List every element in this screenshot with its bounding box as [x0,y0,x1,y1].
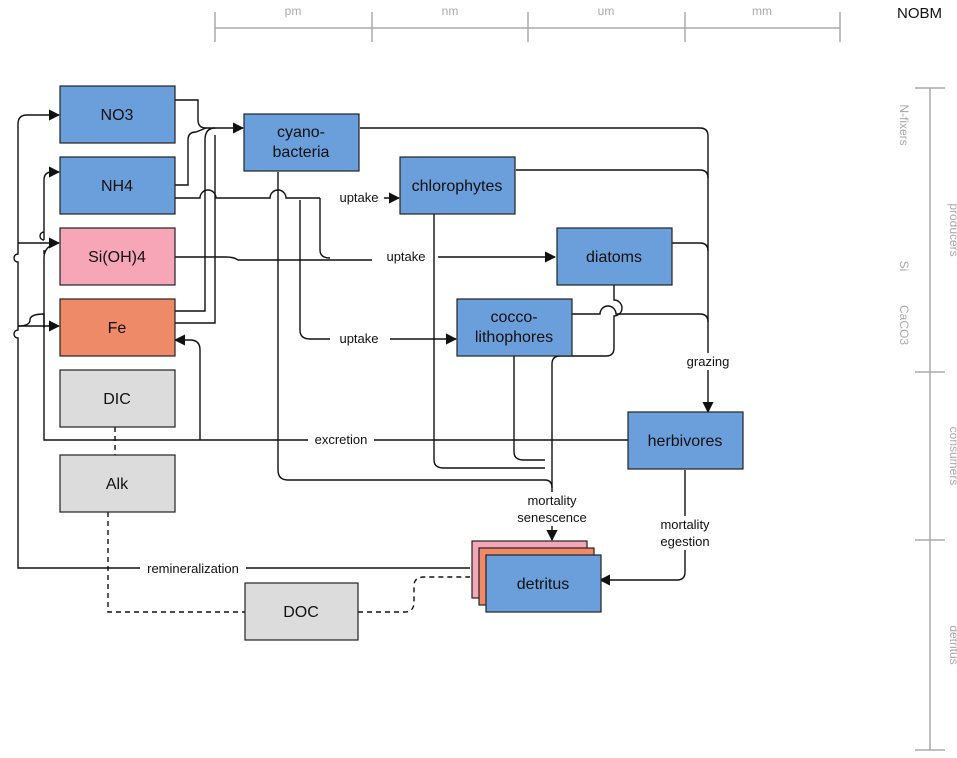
node-nh4-label: NH4 [101,178,133,195]
edge-label-grazing: grazing [687,354,730,369]
size-scale: pm nm um mm [214,4,841,42]
node-no3-label: NO3 [101,107,134,124]
subgroup-label-si: Si [897,261,911,272]
group-label-detritus: detritus [947,625,957,664]
node-coccolithophores-label-2: lithophores [475,329,553,346]
scale-label-nm: nm [442,4,459,18]
edge-label-excretion: excretion [315,432,368,447]
node-doc-label: DOC [283,604,319,621]
node-herbivores-label: herbivores [648,433,723,450]
connectors [13,99,714,613]
node-nh4: NH4 [59,156,176,215]
node-cyanobacteria-label-2: bacteria [273,144,330,161]
node-doc: DOC [244,582,359,641]
edge-label-senescence: senescence [517,510,586,525]
node-herbivores: herbivores [627,411,744,470]
subgroup-label-nfixers: N-fixers [897,104,911,145]
edge-label-uptake-coccolithophores: uptake [339,331,378,346]
group-scale: producers consumers detritus N-fixers Si… [897,87,957,751]
group-label-consumers: consumers [947,427,957,486]
node-alk-label: Alk [106,476,129,493]
node-dic-label: DIC [103,391,131,408]
node-coccolithophores: cocco- lithophores [456,298,573,357]
scale-label-pm: pm [285,4,302,18]
node-chlorophytes: chlorophytes [399,156,516,215]
diagram-title: NOBM [897,5,942,22]
edge-label-mortality-1: mortality [527,493,577,508]
subgroup-label-caco3: CaCO3 [897,305,911,345]
node-chlorophytes-label: chlorophytes [412,178,503,195]
scale-label-mm: mm [752,4,772,18]
excretion-bus [43,172,628,441]
node-fe: Fe [59,298,176,357]
node-alk: Alk [59,454,176,513]
node-sioh4: Si(OH)4 [59,227,176,286]
node-cyanobacteria-label-1: cyano- [277,124,325,141]
node-cyanobacteria: cyano- bacteria [243,113,360,172]
edge-labels: uptake uptake uptake grazing excretion m… [140,189,733,577]
remineralization-bus [13,109,470,569]
node-coccolithophores-label-1: cocco- [490,309,537,326]
node-detritus-label: detritus [517,576,569,593]
edge-label-uptake-diatoms: uptake [386,249,425,264]
node-diatoms: diatoms [556,227,673,286]
edge-label-egestion: egestion [660,534,709,549]
node-diatoms-label: diatoms [586,249,642,266]
node-dic: DIC [59,369,176,428]
node-fe-label: Fe [108,320,127,337]
edge-label-uptake-chlorophytes: uptake [339,190,378,205]
group-label-producers: producers [947,203,957,256]
node-sioh4-label: Si(OH)4 [88,249,146,266]
edge-label-mortality-2: mortality [660,517,710,532]
node-detritus: detritus [471,540,602,613]
node-no3: NO3 [59,85,176,144]
scale-label-um: um [598,4,615,18]
edge-label-remineralization: remineralization [147,561,239,576]
